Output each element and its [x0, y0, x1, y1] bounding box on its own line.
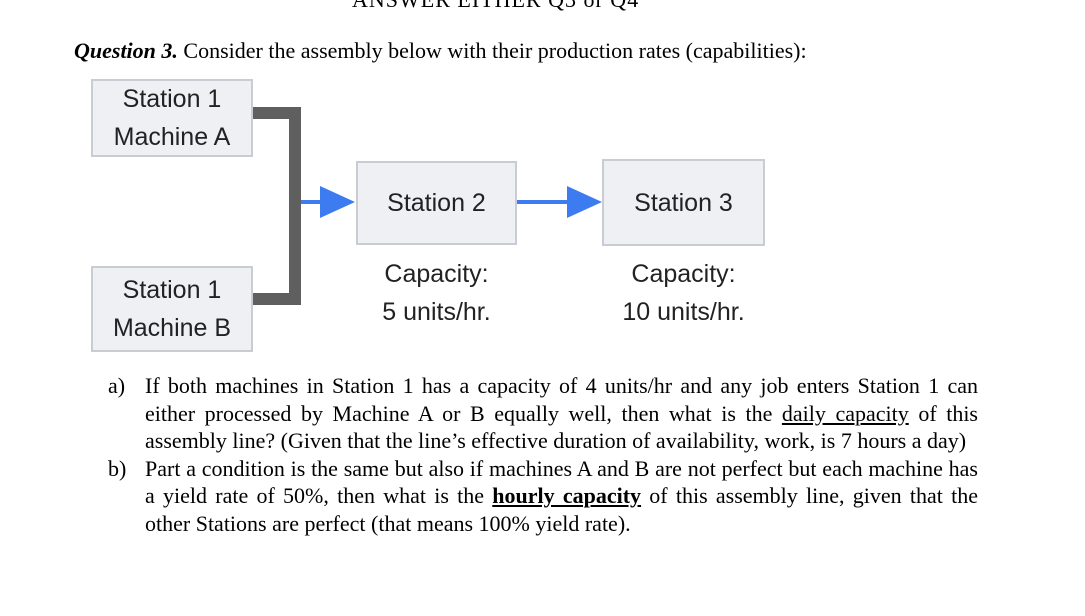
station1-machine-a-box: Station 1 Machine A — [91, 79, 253, 157]
question-heading: Question 3. Consider the assembly below … — [74, 38, 807, 64]
station3-capacity: Capacity: 10 units/hr. — [592, 255, 775, 331]
station2-capacity-value: 5 units/hr. — [382, 298, 491, 326]
station3-label: Station 3 — [634, 188, 733, 217]
arrow-to-station3 — [517, 186, 602, 218]
part-b-underlined-term: hourly capacity — [492, 483, 642, 508]
station3-box: Station 3 — [602, 159, 765, 246]
station2-capacity-label: Capacity: — [384, 260, 489, 288]
part-a-text-1: If both machines in Station 1 has a capa… — [145, 373, 978, 426]
arrow-to-station2 — [301, 186, 355, 218]
part-a: a) If both machines in Station 1 has a c… — [108, 372, 978, 455]
station2-capacity: Capacity: 5 units/hr. — [356, 255, 517, 331]
part-a-marker: a) — [108, 373, 126, 398]
part-a-text-2: of this assembly line? (Given that the l… — [145, 400, 978, 454]
station2-box: Station 2 — [356, 161, 517, 245]
station3-capacity-label: Capacity: — [631, 260, 736, 288]
part-a-text: If both machines in Station 1 has a capa… — [145, 372, 978, 455]
machine-a-line2: Machine A — [113, 123, 231, 151]
part-b-marker: b) — [108, 455, 127, 481]
part-b-text-1: Part a condition is the same but also if… — [145, 455, 978, 509]
part-b-text-2: of this assembly line, given that the ot… — [145, 483, 978, 536]
machine-b-line2: Machine B — [112, 314, 232, 342]
station1-machine-b-box: Station 1 Machine B — [91, 266, 253, 352]
part-a-underlined-term: daily capacity — [781, 400, 909, 426]
machine-b-line1: Station 1 — [122, 276, 222, 304]
station1-merge-bar — [289, 107, 301, 305]
machine-a-line1: Station 1 — [122, 85, 222, 113]
machine-a-connector-h — [252, 107, 299, 119]
question-text: Consider the assembly below with their p… — [177, 38, 807, 63]
station3-capacity-value: 10 units/hr. — [622, 298, 745, 326]
question-parts: a) If both machines in Station 1 has a c… — [108, 372, 978, 537]
machine-b-connector-h — [252, 293, 299, 305]
part-b-text: Part a condition is the same but also if… — [145, 455, 978, 538]
station2-label: Station 2 — [387, 189, 486, 217]
cropped-header-text: ANSWER EITHER Q3 or Q4 — [352, 0, 639, 13]
question-label: Question 3. — [74, 38, 178, 63]
part-b: b) Part a condition is the same but also… — [108, 455, 978, 538]
